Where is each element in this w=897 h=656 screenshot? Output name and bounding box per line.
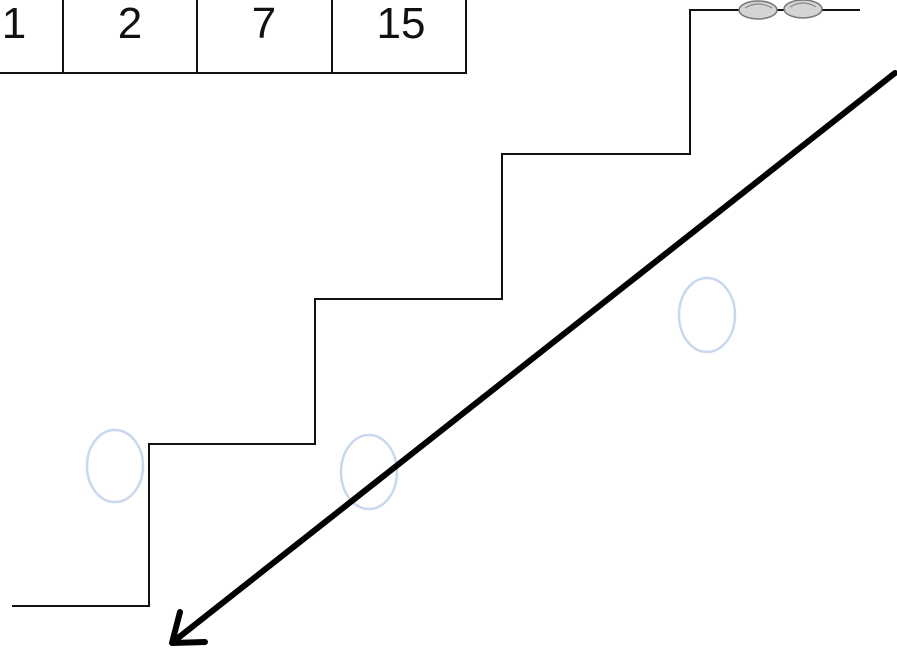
shoes-icon [738,0,823,20]
faint-circle-middle [339,433,399,511]
table-cell-3: 7 [252,0,276,48]
table-cell-4: 15 [377,0,426,48]
table-cell-1: 1 [2,0,26,48]
table-frame [0,0,467,74]
table-cell-2: 2 [118,0,142,48]
shoe-detail [744,2,817,9]
staircase [12,9,860,607]
faint-circle-left [85,428,145,504]
faint-circle-right [677,276,737,354]
arrow-shaft [175,70,897,641]
down-left-arrow-icon [169,70,897,646]
number-table: 1 2 7 15 [0,0,467,74]
arrow-head [169,609,208,646]
